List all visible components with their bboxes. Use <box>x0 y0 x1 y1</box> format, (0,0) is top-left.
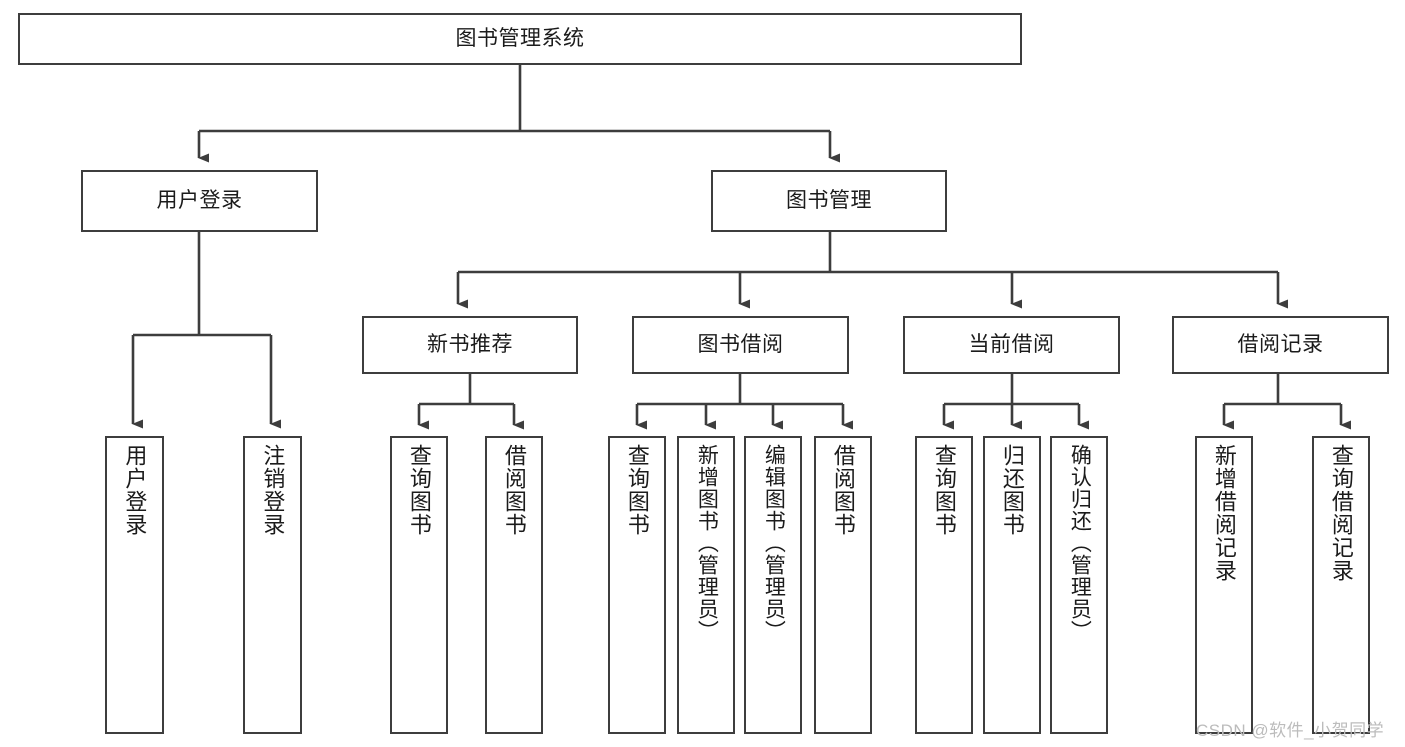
leaf-return-book-label: 归还图书 <box>999 444 1025 536</box>
leaf-borrow-book-1[interactable]: 借阅图书 <box>485 436 543 734</box>
leaf-query-record[interactable]: 查询借阅记录 <box>1312 436 1370 734</box>
leaf-return-book[interactable]: 归还图书 <box>983 436 1041 734</box>
node-current-borrow-label: 当前借阅 <box>968 332 1055 356</box>
leaf-query-book-1-label: 查询图书 <box>406 444 432 536</box>
leaf-query-record-label: 查询借阅记录 <box>1328 444 1354 582</box>
leaf-user-login[interactable]: 用户登录 <box>105 436 164 734</box>
leaf-borrow-book-1-label: 借阅图书 <box>501 444 527 536</box>
node-user-login[interactable]: 用户登录 <box>81 170 318 232</box>
node-user-login-label: 用户登录 <box>156 188 243 212</box>
node-book-borrow[interactable]: 图书借阅 <box>632 316 849 374</box>
node-current-borrow[interactable]: 当前借阅 <box>903 316 1120 374</box>
node-book-manage-label: 图书管理 <box>786 188 872 212</box>
leaf-borrow-book-2-label: 借阅图书 <box>830 444 856 536</box>
node-book-borrow-label: 图书借阅 <box>697 332 784 356</box>
leaf-add-book-label: 新增图书（管理员） <box>695 444 719 642</box>
node-borrow-record[interactable]: 借阅记录 <box>1172 316 1389 374</box>
leaf-add-record-label: 新增借阅记录 <box>1211 444 1237 582</box>
node-book-manage[interactable]: 图书管理 <box>711 170 947 232</box>
leaf-borrow-book-2[interactable]: 借阅图书 <box>814 436 872 734</box>
leaf-edit-book[interactable]: 编辑图书（管理员） <box>744 436 802 734</box>
leaf-user-login-label: 用户登录 <box>122 444 148 536</box>
leaf-add-record[interactable]: 新增借阅记录 <box>1195 436 1253 734</box>
node-root-label: 图书管理系统 <box>455 26 585 50</box>
node-new-book-recommend[interactable]: 新书推荐 <box>362 316 578 374</box>
node-new-book-recommend-label: 新书推荐 <box>427 332 513 356</box>
leaf-logout[interactable]: 注销登录 <box>243 436 302 734</box>
leaf-query-book-1[interactable]: 查询图书 <box>390 436 448 734</box>
leaf-query-book-2-label: 查询图书 <box>624 444 650 536</box>
csdn-watermark: CSDN @软件_小贺同学 <box>1196 721 1385 740</box>
leaf-confirm-return-label: 确认归还（管理员） <box>1068 444 1092 642</box>
leaf-logout-label: 注销登录 <box>260 444 286 536</box>
leaf-add-book[interactable]: 新增图书（管理员） <box>677 436 735 734</box>
leaf-query-book-3[interactable]: 查询图书 <box>915 436 973 734</box>
leaf-confirm-return[interactable]: 确认归还（管理员） <box>1050 436 1108 734</box>
node-borrow-record-label: 借阅记录 <box>1237 332 1324 356</box>
leaf-query-book-2[interactable]: 查询图书 <box>608 436 666 734</box>
node-root[interactable]: 图书管理系统 <box>18 13 1022 65</box>
leaf-query-book-3-label: 查询图书 <box>931 444 957 536</box>
leaf-edit-book-label: 编辑图书（管理员） <box>762 444 786 642</box>
